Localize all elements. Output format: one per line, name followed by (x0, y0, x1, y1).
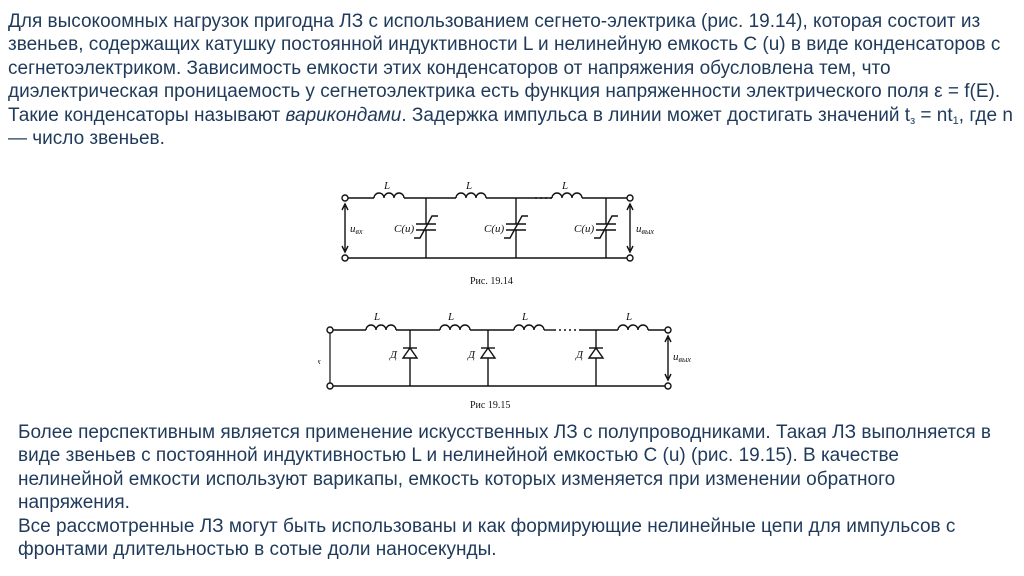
conclusion-paragraph-2: Все рассмотренные ЛЗ могут быть использо… (18, 515, 956, 561)
figure-caption-19-15: Рис 19.15 (470, 400, 510, 411)
input-voltage-label: uвх (350, 223, 363, 236)
output-voltage-label: uвых (673, 351, 691, 364)
inductor-label-2: L (465, 180, 472, 192)
figure-19-15: L L L L Д Д Д uвх uвых Рис 19.15 (318, 306, 698, 414)
figure-caption-19-14: Рис. 19.14 (470, 276, 513, 287)
intro-text-1: Для высокоомных нагрузок пригодна ЛЗ с и… (8, 11, 1001, 126)
input-terminal-bottom (326, 382, 334, 390)
diode-label-2: Д (467, 349, 476, 361)
inductor-1 (373, 192, 405, 199)
inductor-2 (455, 192, 487, 199)
capacitor-2 (504, 198, 528, 258)
inductor-label-3: L (521, 311, 528, 323)
figure-19-14: L L L C(u) C(u) C(u) uвх uвых Рис. 19.14 (330, 176, 690, 292)
output-terminal-bottom (626, 254, 634, 262)
inductor-4 (617, 324, 649, 331)
intro-text-2: . Задержка импульса в линии может достиг… (401, 104, 911, 126)
paragraph-intro: Для высокоомных нагрузок пригодна ЛЗ с и… (8, 10, 1013, 150)
output-terminal-top (626, 194, 634, 202)
input-terminal-top (326, 326, 334, 334)
inductor-label-1: L (373, 311, 380, 323)
paragraph-conclusion: Более перспективным является применение … (18, 421, 1003, 561)
cap-label-1: C(u) (394, 223, 415, 235)
input-voltage-label: uвх (318, 353, 321, 366)
capacitor-3 (594, 198, 618, 258)
diode-3 (587, 330, 605, 386)
capacitor-1 (414, 198, 438, 258)
inductor-label-3: L (561, 180, 568, 192)
output-terminal-top (664, 326, 672, 334)
input-terminal-top (341, 194, 349, 202)
intro-italic-term: варикондами (285, 104, 402, 126)
input-terminal-bottom (341, 254, 349, 262)
cap-label-3: C(u) (574, 223, 595, 235)
inductor-label-2: L (447, 311, 454, 323)
output-terminal-bottom (664, 382, 672, 390)
diode-label-1: Д (389, 349, 398, 361)
intro-text-4: , где n — число звеньев. (8, 104, 1013, 150)
diode-1 (401, 330, 419, 386)
output-voltage-label: uвых (636, 223, 654, 236)
intro-text-3: = nt (915, 104, 953, 126)
conclusion-paragraph-1: Более перспективным является применение … (18, 422, 991, 514)
inductor-2 (439, 324, 471, 331)
intro-sub-z: з (910, 114, 916, 127)
diode-label-3: Д (575, 349, 584, 361)
inductor-1 (365, 324, 397, 331)
inductor-3 (551, 192, 583, 199)
diode-2 (479, 330, 497, 386)
intro-sub-1: 1 (952, 114, 959, 127)
inductor-label-1: L (383, 180, 390, 192)
cap-label-2: C(u) (484, 223, 505, 235)
inductor-label-4: L (625, 311, 632, 323)
inductor-3 (513, 324, 545, 331)
